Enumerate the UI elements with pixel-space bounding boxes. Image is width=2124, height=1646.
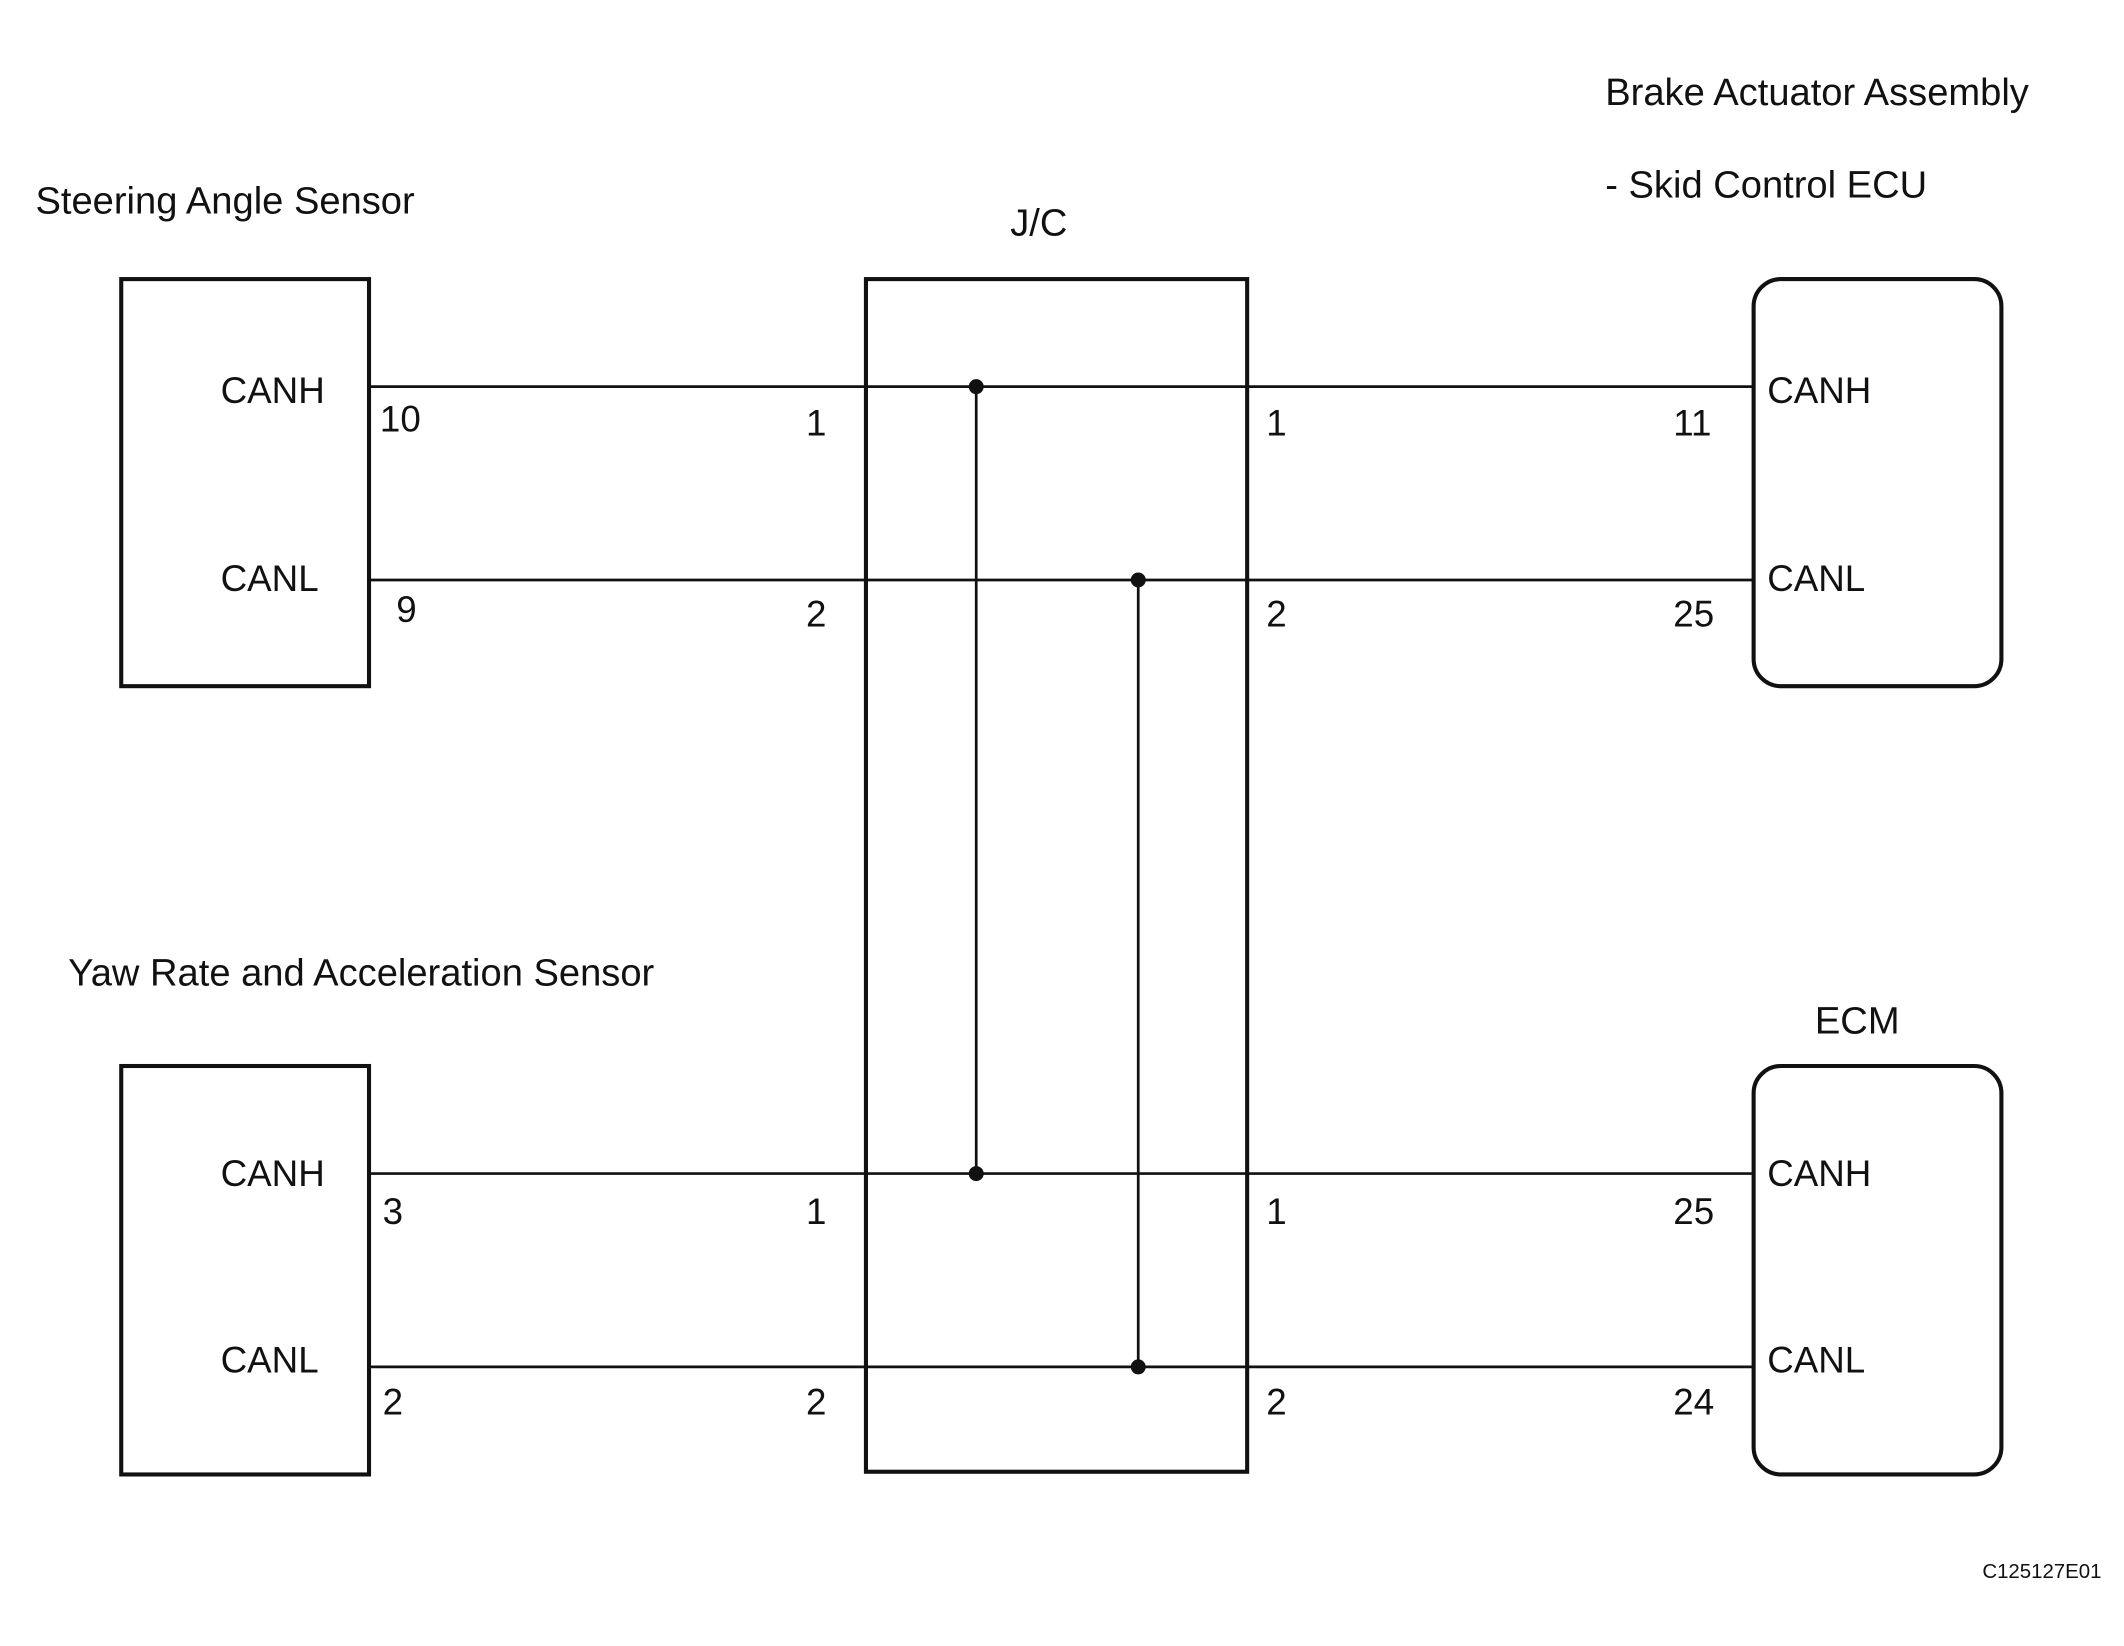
steering-canh-label: CANH — [221, 370, 325, 411]
steering-sensor-box — [119, 277, 372, 689]
yaw-canl-pin: 2 — [383, 1382, 403, 1423]
ecm-canh-pin: 25 — [1673, 1191, 1714, 1232]
ecm-canl-label: CANL — [1767, 1339, 1865, 1380]
ecm-canl-pin: 24 — [1673, 1382, 1714, 1423]
splice-dot-canh-top — [968, 379, 984, 395]
brake-canh-pin: 11 — [1673, 403, 1711, 444]
junction-box — [863, 277, 1250, 1474]
jc-title: J/C — [1010, 202, 1067, 245]
jc-right-top-canh-pin: 1 — [1266, 403, 1286, 444]
jc-left-top-canh-pin: 1 — [806, 403, 826, 444]
yaw-canl-label: CANL — [221, 1339, 319, 1380]
brake-canh-label: CANH — [1767, 370, 1871, 411]
steering-sensor-title: Steering Angle Sensor — [35, 180, 415, 223]
yaw-canh-pin: 3 — [383, 1191, 403, 1232]
brake-actuator-title-line1: Brake Actuator Assembly — [1605, 71, 2029, 114]
yaw-sensor-box — [119, 1063, 372, 1477]
steering-canl-label: CANL — [221, 558, 319, 599]
brake-canl-pin: 25 — [1673, 593, 1714, 634]
steering-canh-pin: 10 — [380, 399, 421, 440]
ecm-canh-label: CANH — [1767, 1153, 1871, 1194]
jc-left-bottom-canl-pin: 2 — [806, 1382, 826, 1423]
brake-actuator-title-line2: - Skid Control ECU — [1605, 163, 1927, 206]
splice-dot-canl-bottom — [1130, 1359, 1146, 1375]
splice-dot-canl-top — [1130, 572, 1146, 588]
ecm-title: ECM — [1815, 999, 1900, 1042]
yaw-canh-label: CANH — [221, 1153, 325, 1194]
jc-right-bottom-canh-pin: 1 — [1266, 1191, 1286, 1232]
jc-left-top-canl-pin: 2 — [806, 593, 826, 634]
brake-actuator-box — [1751, 277, 2004, 689]
jc-right-bottom-canl-pin: 2 — [1266, 1382, 1286, 1423]
steering-canl-pin: 9 — [396, 589, 416, 630]
jc-right-top-canl-pin: 2 — [1266, 593, 1286, 634]
figure-code: C125127E01 — [1982, 1561, 2101, 1583]
yaw-sensor-title: Yaw Rate and Acceleration Sensor — [68, 952, 654, 995]
splice-dot-canh-bottom — [968, 1166, 984, 1182]
ecm-box — [1751, 1063, 2004, 1477]
brake-canl-label: CANL — [1767, 558, 1865, 599]
jc-left-bottom-canh-pin: 1 — [806, 1191, 826, 1232]
